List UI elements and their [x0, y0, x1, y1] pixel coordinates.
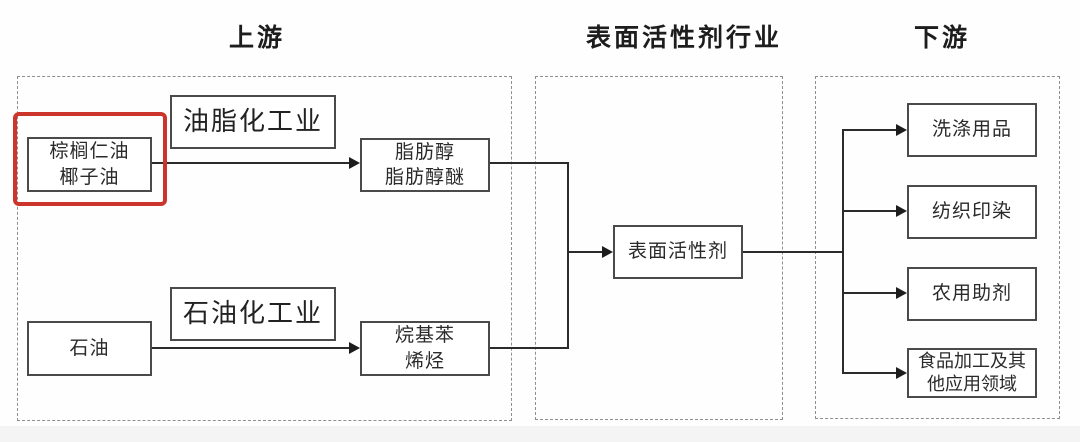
connector-merge-vertical [567, 162, 569, 349]
arrowhead-to-textile [896, 205, 907, 217]
bottom-margin-band [0, 426, 1080, 442]
industry-container [535, 76, 783, 420]
connector-to-surfactant [569, 251, 602, 253]
palm-kernel-coconut-oil-node: 棕榈仁油 椰子油 [27, 137, 152, 192]
connector-to-agricultural [843, 292, 896, 294]
arrowhead-palm-to-fatty [349, 157, 360, 169]
surfactant-node: 表面活性剂 [613, 225, 743, 279]
arrowhead-to-surfactant [602, 246, 613, 258]
downstream-container [815, 76, 1060, 419]
connector-to-textile [843, 210, 896, 212]
arrowhead-to-detergents [896, 124, 907, 136]
connector-petroleum-to-alkyl [152, 347, 349, 349]
petroleum-node: 石油 [27, 321, 152, 376]
highlight-box [13, 112, 167, 206]
connector-surfactant-output [743, 251, 843, 253]
connector-to-detergents [843, 129, 896, 131]
arrowhead-to-food-processing [896, 367, 907, 379]
upstream-section-title: 上游 [228, 23, 285, 52]
connector-branch-vertical [842, 129, 844, 374]
oleochemical-industry-label: 油脂化工业 [170, 95, 336, 149]
connector-fatty-output [490, 162, 569, 164]
downstream-app-agricultural-auxiliaries: 农用助剂 [907, 267, 1037, 321]
industry-section-title: 表面活性剂行业 [585, 23, 782, 52]
downstream-app-food-processing-other: 食品加工及其 他应用领域 [907, 348, 1037, 398]
downstream-section-title: 下游 [913, 23, 970, 52]
arrowhead-to-agricultural [896, 287, 907, 299]
arrowhead-petroleum-to-alkyl [349, 342, 360, 354]
connector-alkyl-output [490, 347, 569, 349]
alkylbenzene-olefin-node: 烷基苯 烯烃 [360, 321, 490, 376]
upstream-container [17, 76, 512, 421]
connector-palm-to-fatty [152, 162, 349, 164]
connector-to-food-processing [843, 372, 896, 374]
fatty-alcohol-node: 脂肪醇 脂肪醇醚 [360, 138, 490, 192]
downstream-app-textile-dyeing: 纺织印染 [907, 185, 1037, 239]
downstream-app-detergents: 洗涤用品 [907, 103, 1037, 157]
petrochemical-industry-label: 石油化工业 [170, 287, 336, 341]
